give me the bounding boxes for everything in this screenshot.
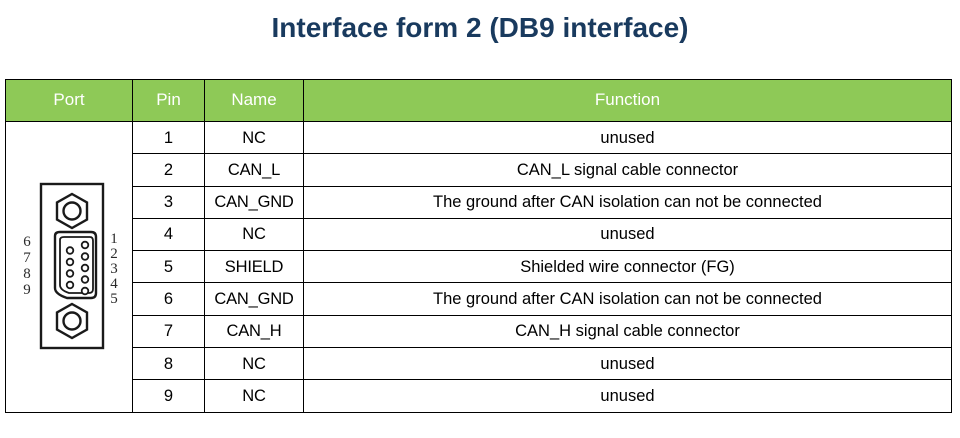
column-header-port: Port (5, 79, 133, 122)
table-row: 2 CAN_L CAN_L signal cable connector (6, 153, 952, 187)
cell-function: The ground after CAN isolation can not b… (303, 282, 952, 316)
cell-function: unused (303, 379, 952, 413)
cell-pin: 2 (132, 153, 205, 187)
cell-name: CAN_GND (204, 282, 304, 316)
cell-function: Shielded wire connector (FG) (303, 250, 952, 284)
left-pin-labels: 6 7 8 9 (23, 234, 31, 298)
cell-pin: 6 (132, 282, 205, 316)
db9-connector-icon: 6 7 8 9 1 2 3 4 5 (23, 182, 118, 350)
cell-name: NC (204, 217, 304, 252)
svg-text:3: 3 (110, 261, 118, 277)
cell-name: NC (204, 379, 304, 413)
cell-name: CAN_H (204, 314, 304, 349)
table-row: 8 NC unused (6, 347, 952, 381)
cell-name: CAN_L (204, 153, 304, 187)
page-title: Interface form 2 (DB9 interface) (271, 12, 689, 43)
svg-text:4: 4 (110, 276, 118, 292)
port-connector-cell: 6 7 8 9 1 2 3 4 5 (5, 121, 133, 413)
cell-function: unused (303, 347, 952, 381)
table-header-row: Port Pin Name Function (5, 79, 952, 122)
column-header-pin: Pin (132, 79, 205, 122)
cell-name: SHIELD (204, 250, 304, 284)
svg-text:9: 9 (23, 282, 31, 298)
cell-name: CAN_GND (204, 185, 304, 219)
cell-pin: 9 (132, 379, 205, 413)
table-row: 3 CAN_GND The ground after CAN isolation… (6, 185, 952, 219)
svg-text:7: 7 (23, 250, 31, 266)
svg-text:8: 8 (23, 266, 31, 282)
svg-text:6: 6 (23, 234, 31, 250)
cell-function: The ground after CAN isolation can not b… (303, 185, 952, 219)
cell-pin: 7 (132, 314, 205, 349)
cell-pin: 8 (132, 347, 205, 381)
right-pin-labels: 1 2 3 4 5 (110, 231, 118, 307)
cell-function: unused (303, 120, 952, 155)
svg-text:2: 2 (110, 246, 118, 262)
table-row: 7 CAN_H CAN_H signal cable connector (6, 314, 952, 349)
table-row: 6 CAN_GND The ground after CAN isolation… (6, 282, 952, 316)
column-header-function: Function (303, 79, 952, 122)
table-row: 6 7 8 9 1 2 3 4 5 (5, 120, 952, 413)
cell-name: NC (204, 347, 304, 381)
svg-text:1: 1 (110, 231, 118, 247)
cell-pin: 4 (132, 217, 205, 252)
cell-name: NC (204, 120, 304, 155)
column-header-name: Name (204, 79, 304, 122)
cell-pin: 3 (132, 185, 205, 219)
table-row: 9 NC unused (6, 379, 952, 413)
cell-function: CAN_H signal cable connector (303, 314, 952, 349)
db9-connector-diagram: 6 7 8 9 1 2 3 4 5 (6, 122, 133, 412)
table-row: 5 SHIELD Shielded wire connector (FG) (6, 250, 952, 284)
db9-pinout-table: Port Pin Name Function (5, 79, 952, 413)
cell-pin: 1 (132, 120, 205, 155)
cell-function: CAN_L signal cable connector (303, 153, 952, 187)
table-row: 4 NC unused (6, 217, 952, 252)
svg-text:5: 5 (110, 291, 118, 307)
cell-pin: 5 (132, 250, 205, 284)
cell-function: unused (303, 217, 952, 252)
